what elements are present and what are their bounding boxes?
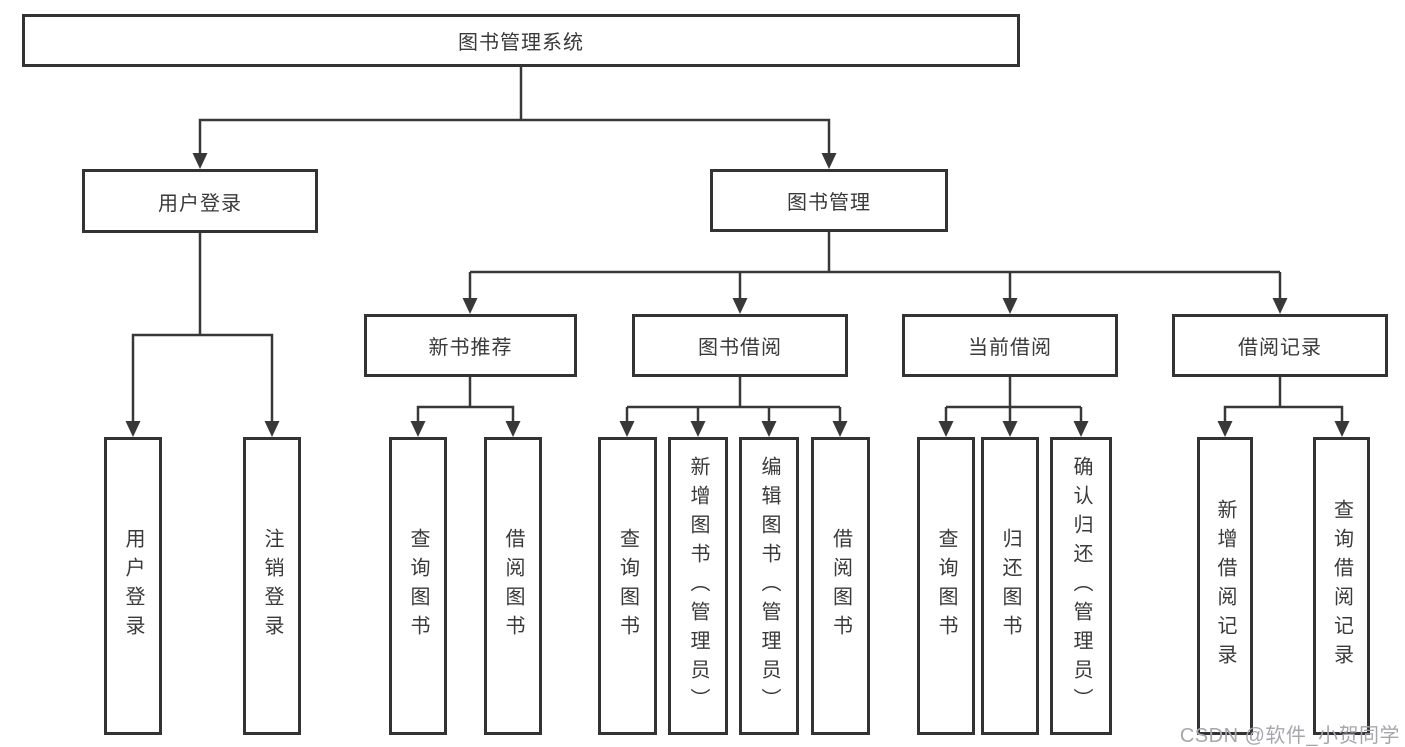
node-borrowing-records: 借阅记录 bbox=[1172, 314, 1388, 377]
leaf-records-query-record: 查询借阅记录 bbox=[1313, 437, 1370, 735]
node-book-management: 图书管理 bbox=[710, 169, 948, 232]
node-label: 查询图书 bbox=[407, 528, 429, 644]
node-label: 编辑图书（管理员） bbox=[758, 455, 780, 717]
node-label: 图书管理系统 bbox=[458, 32, 584, 54]
leaf-current-query-books: 查询图书 bbox=[917, 437, 975, 735]
node-label: 借阅图书 bbox=[829, 528, 852, 644]
node-label: 查询图书 bbox=[616, 528, 639, 644]
node-label: 用户登录 bbox=[122, 528, 144, 644]
node-label: 查询借阅记录 bbox=[1330, 499, 1353, 673]
node-label: 借阅图书 bbox=[502, 528, 524, 644]
leaf-recommend-borrow-books: 借阅图书 bbox=[484, 437, 542, 735]
leaf-recommend-query-books: 查询图书 bbox=[389, 437, 447, 735]
node-label: 归还图书 bbox=[999, 528, 1021, 644]
leaf-borrowing-query-books: 查询图书 bbox=[598, 437, 657, 735]
leaf-borrowing-edit-books-admin: 编辑图书（管理员） bbox=[739, 437, 799, 735]
node-label: 查询图书 bbox=[935, 528, 957, 644]
node-label: 新增图书（管理员） bbox=[687, 455, 709, 717]
leaf-current-return-books: 归还图书 bbox=[981, 437, 1039, 735]
node-label: 用户登录 bbox=[158, 192, 242, 215]
leaf-current-confirm-return-admin: 确认归还（管理员） bbox=[1050, 437, 1112, 735]
node-label: 新书推荐 bbox=[428, 337, 513, 359]
node-user-login: 用户登录 bbox=[82, 169, 318, 233]
leaf-records-add-record: 新增借阅记录 bbox=[1197, 437, 1253, 735]
node-library-management-system: 图书管理系统 bbox=[22, 14, 1020, 67]
leaf-user-login: 用户登录 bbox=[104, 437, 162, 735]
node-label: 图书借阅 bbox=[698, 337, 782, 359]
node-label: 注销登录 bbox=[261, 528, 283, 644]
node-book-borrowing: 图书借阅 bbox=[632, 314, 848, 377]
node-new-book-recommend: 新书推荐 bbox=[364, 314, 577, 377]
node-label: 当前借阅 bbox=[968, 337, 1052, 359]
leaf-logout: 注销登录 bbox=[243, 437, 301, 735]
node-label: 新增借阅记录 bbox=[1214, 499, 1236, 673]
arrowhead-icons bbox=[125, 153, 1350, 437]
node-label: 图书管理 bbox=[787, 192, 871, 214]
csdn-watermark: CSDN @软件_小贺同学 bbox=[1179, 725, 1400, 747]
leaf-borrowing-borrow-books: 借阅图书 bbox=[811, 437, 870, 735]
node-label: 借阅记录 bbox=[1238, 337, 1322, 359]
node-current-borrowing: 当前借阅 bbox=[902, 314, 1118, 377]
node-label: 确认归还（管理员） bbox=[1070, 455, 1092, 717]
leaf-borrowing-add-books-admin: 新增图书（管理员） bbox=[668, 437, 728, 735]
